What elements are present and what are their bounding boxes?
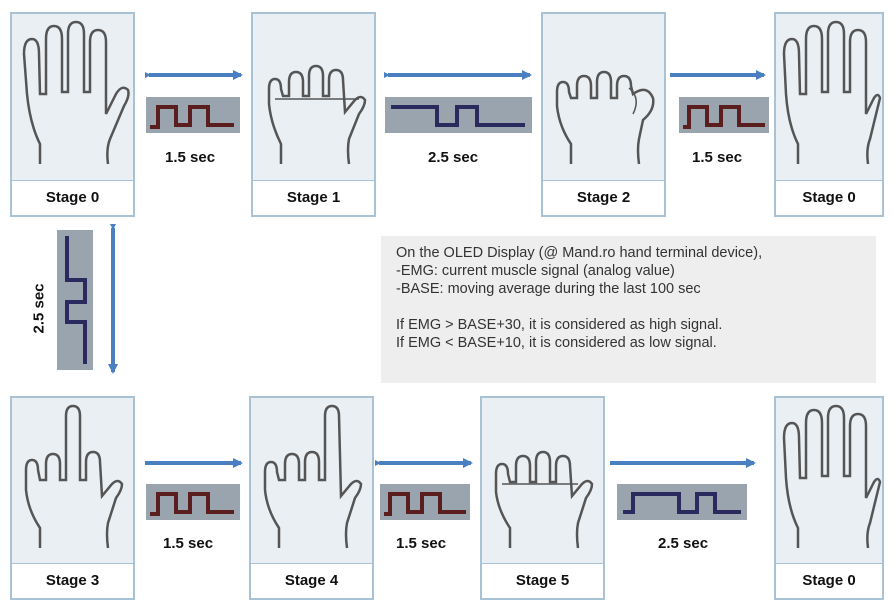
long-pulse-signal-vertical [57,230,93,370]
partial-hand-icon [267,64,367,165]
bidirectional-arrow-icon [375,458,473,468]
stage-label: Stage 0 [776,563,882,598]
pointing-hand-icon [263,404,363,549]
stage-panel-1: Stage 1 [251,12,376,217]
bidirectional-arrow-icon [145,70,243,80]
right-arrow-icon [670,70,766,80]
fist-hand-icon [555,70,655,165]
stage-label: Stage 3 [12,563,133,598]
stage-label: Stage 0 [776,180,882,215]
stage-panel-5: Stage 5 [480,396,605,600]
short-pulse-signal [380,484,470,520]
stage-label: Stage 0 [12,180,133,215]
open-hand-icon [782,404,882,549]
stage-label: Stage 5 [482,563,603,598]
stage-label: Stage 2 [543,180,664,215]
transition-time: 2.5 sec [658,535,709,552]
stage-label: Stage 1 [253,180,374,215]
stage-panel-0-bottom-right: Stage 0 [774,396,884,600]
stage-panel-0-top-left: Stage 0 [10,12,135,217]
info-line: -BASE: moving average during the last 10… [396,281,701,297]
stage-panel-3: Stage 3 [10,396,135,600]
stage-panel-2: Stage 2 [541,12,666,217]
info-line: -EMG: current muscle signal (analog valu… [396,263,675,279]
vertical-bidirectional-arrow-icon [108,224,118,374]
info-line: If EMG > BASE+30, it is considered as hi… [396,317,723,333]
stage-label: Stage 4 [251,563,372,598]
stage-panel-4: Stage 4 [249,396,374,600]
open-hand-icon [782,20,882,165]
short-pulse-signal [146,97,240,133]
short-pulse-signal [146,484,240,520]
partial-hand-icon [494,450,594,549]
transition-time: 1.5 sec [692,149,743,166]
open-hand-icon [22,20,130,165]
stage-panel-0-top-right: Stage 0 [774,12,884,217]
right-arrow-icon [610,458,756,468]
pointing-hand-icon [24,404,124,549]
right-arrow-icon [145,458,243,468]
long-pulse-signal [617,484,747,520]
long-pulse-signal [385,97,532,133]
info-line: On the OLED Display (@ Mand.ro hand term… [396,245,763,261]
short-pulse-signal [679,97,769,133]
transition-time: 1.5 sec [165,149,216,166]
transition-time: 2.5 sec [428,149,479,166]
transition-time: 2.5 sec [30,283,48,334]
info-box: On the OLED Display (@ Mand.ro hand term… [381,236,876,383]
transition-time: 1.5 sec [163,535,214,552]
transition-time: 1.5 sec [396,535,447,552]
info-line: If EMG < BASE+10, it is considered as lo… [396,335,717,351]
bidirectional-arrow-icon [384,70,532,80]
